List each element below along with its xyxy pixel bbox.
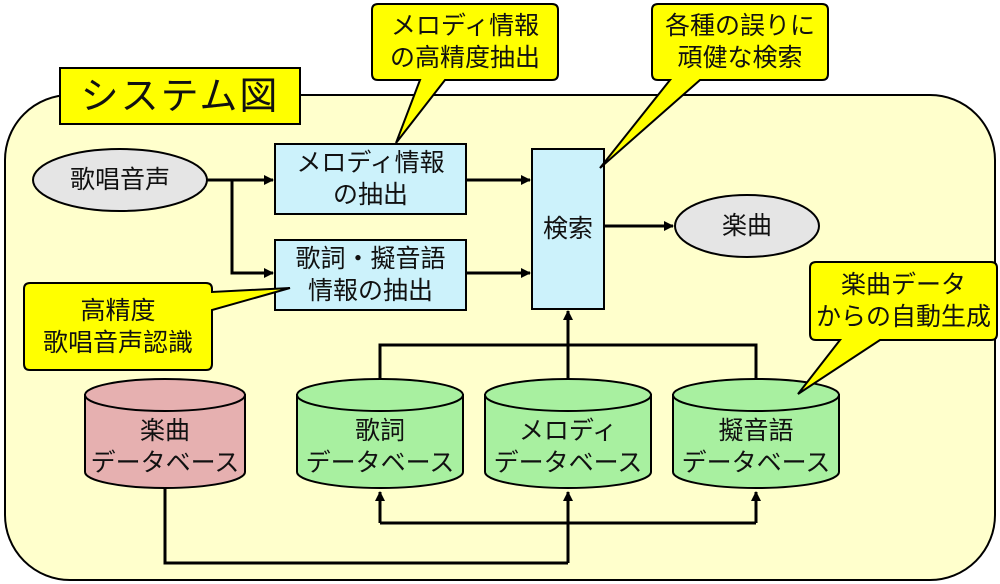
melody-database: [484, 378, 652, 489]
music-output-ellipse: [674, 194, 820, 258]
singing-voice-ellipse: [32, 148, 208, 212]
melody-precision-callout: [371, 3, 559, 144]
connectors: [163, 175, 761, 565]
robust-search-callout: [599, 3, 829, 169]
melody-extraction-box: [274, 143, 467, 215]
music-database: [84, 378, 246, 489]
lyrics-extraction-box: [274, 239, 467, 311]
auto-generation-callout: [797, 261, 998, 395]
title-box: [59, 67, 301, 125]
speech-recognition-callout: [23, 282, 291, 371]
onomatopoeia-database: [672, 378, 840, 489]
search-box: [531, 148, 605, 310]
lyrics-database: [296, 378, 464, 489]
